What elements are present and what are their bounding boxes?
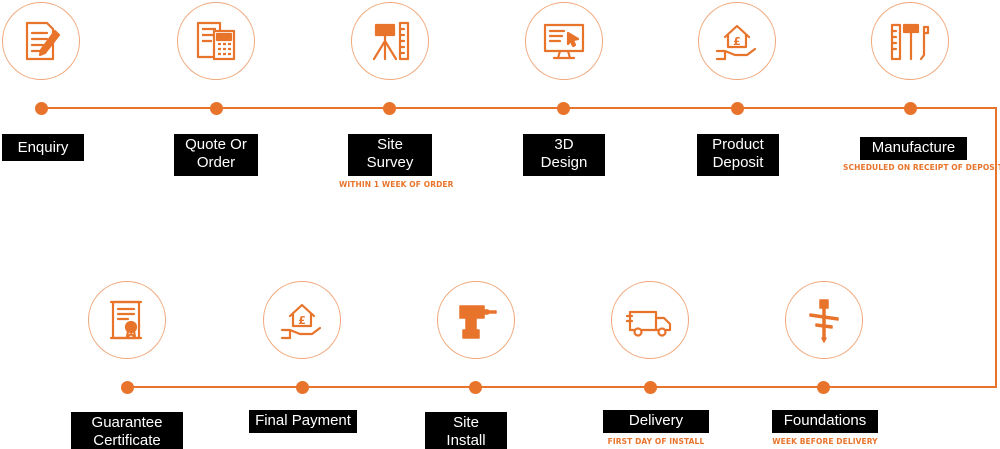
step-note: FIRST DAY OF INSTALL	[607, 437, 705, 446]
step-label: Quote Or Order	[174, 134, 258, 176]
hand-house-pound-icon: £	[263, 281, 341, 359]
step-label: Manufacture	[860, 137, 967, 160]
step-label: Guarantee Certificate	[71, 412, 183, 449]
timeline-dot	[121, 381, 134, 394]
step-label: Delivery	[603, 410, 709, 433]
timeline-dot	[469, 381, 482, 394]
power-drill-icon	[437, 281, 515, 359]
timeline-dot	[383, 102, 396, 115]
step-label: Foundations	[772, 410, 878, 433]
hand-house-pound-icon: £	[698, 2, 776, 80]
tools-icon	[871, 2, 949, 80]
svg-text:£: £	[298, 314, 306, 327]
timeline-dot	[210, 102, 223, 115]
timeline-dot	[557, 102, 570, 115]
timeline-dot	[35, 102, 48, 115]
document-pen-icon	[2, 2, 80, 80]
surveyor-level-icon	[351, 2, 429, 80]
step-note: SCHEDULED ON RECEIPT OF DEPOSIT	[843, 163, 1000, 172]
certificate-icon	[88, 281, 166, 359]
calculator-icon	[177, 2, 255, 80]
step-label: Final Payment	[249, 410, 357, 433]
step-note: WITHIN 1 WEEK OF ORDER	[339, 180, 454, 189]
delivery-truck-icon	[611, 281, 689, 359]
computer-monitor-icon	[525, 2, 603, 80]
svg-text:£: £	[733, 35, 741, 48]
ground-auger-icon	[785, 281, 863, 359]
timeline-dot	[731, 102, 744, 115]
timeline-dot	[296, 381, 309, 394]
timeline-dot	[644, 381, 657, 394]
step-label: 3D Design	[523, 134, 605, 176]
step-label: Enquiry	[2, 134, 84, 161]
step-note: WEEK BEFORE DELIVERY	[772, 437, 878, 446]
step-label: Site Survey	[348, 134, 432, 176]
step-label: Product Deposit	[697, 134, 779, 176]
timeline-dot	[904, 102, 917, 115]
step-label: Site Install	[425, 412, 507, 449]
timeline-dot	[817, 381, 830, 394]
